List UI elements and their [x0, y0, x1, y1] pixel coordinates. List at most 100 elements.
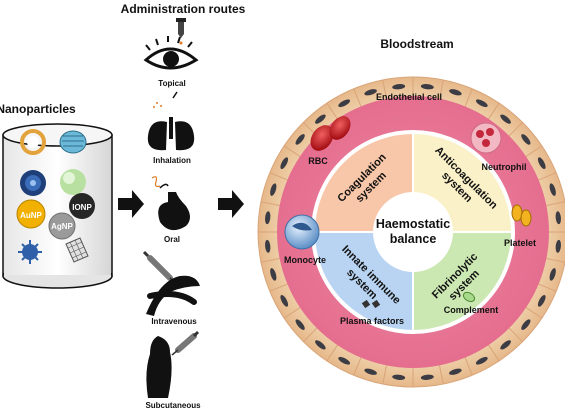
endothelial-cell-border — [488, 102, 500, 120]
endothelial-cell-border — [508, 327, 523, 342]
arrow-to-routes — [118, 190, 144, 218]
platelet-icon — [511, 204, 532, 227]
plasma-factors-label: Plasma factors — [340, 316, 404, 326]
endothelial-nucleus — [420, 84, 434, 90]
endothelial-cell-border — [283, 307, 301, 319]
endothelial-cell-border — [353, 357, 362, 376]
complement-label: Complement — [444, 305, 499, 315]
rbc-label: RBC — [308, 156, 328, 166]
endothelial-cell-border — [508, 122, 523, 137]
endothelial-cell-border — [538, 172, 557, 181]
arrow-to-bloodstream — [218, 190, 244, 218]
liposome-icon — [20, 129, 46, 155]
endothelial-nucleus — [295, 319, 305, 330]
endothelial-nucleus — [270, 183, 277, 196]
rbc-icon — [310, 116, 351, 151]
endothelial-nucleus — [549, 268, 556, 281]
endothelial-nucleus — [338, 99, 351, 108]
ionp-label: IONP — [72, 203, 92, 212]
endothelial-cell-border — [525, 145, 543, 157]
route-label-inhalation: Inhalation — [153, 156, 191, 165]
center-label-line2: balance — [390, 232, 437, 246]
ionp-particle: IONP — [69, 193, 95, 219]
agnp-label: AgNP — [51, 222, 73, 231]
endothelial-cell-border — [538, 283, 557, 292]
endothelial-nucleus — [537, 157, 546, 170]
endothelial-cell-border — [326, 102, 338, 120]
endothelial-nucleus — [315, 340, 326, 350]
endothelial-nucleus — [265, 239, 271, 253]
center-circle — [373, 192, 453, 272]
endothelial-cell-border — [283, 145, 301, 157]
endothelial-cell-border — [260, 258, 280, 263]
endothelial-cell-borders — [258, 77, 565, 387]
dendrimer-icon — [20, 170, 46, 196]
endothelial-nucleus — [280, 157, 289, 170]
endothelial-cell-label: Endothelial cell — [376, 92, 442, 102]
spiky-nanoparticle-icon — [18, 240, 42, 264]
agnp-particle: AgNP — [48, 212, 76, 240]
endothelial-nucleus — [392, 374, 406, 380]
nanotube-icon — [65, 237, 89, 263]
endothelial-cell-border — [439, 365, 444, 385]
endothelial-nucleus — [449, 89, 462, 96]
route-label-topical: Topical — [158, 79, 185, 88]
complement-icon — [462, 291, 476, 303]
endothelial-cell-border — [488, 344, 500, 362]
haemostasis-wheel: Haemostatic balance Coagulation system A… — [311, 130, 515, 334]
torso-syringe-icon — [146, 330, 200, 398]
eye-dropper-icon — [143, 18, 199, 70]
endothelial-cell-border — [260, 201, 280, 206]
endothelial-nucleus — [537, 294, 546, 307]
nanoparticle-container: AuNP IONP AgNP — [2, 123, 113, 289]
endothelial-cell-border — [525, 307, 543, 319]
endothelial-nucleus — [500, 340, 511, 350]
aunp-label: AuNP — [20, 211, 42, 220]
endothelial-nucleus — [500, 114, 511, 124]
route-label-subcutaneous: Subcutaneous — [145, 401, 201, 410]
endothelial-cell-border — [269, 283, 288, 292]
monocyte-label: Monocyte — [284, 255, 326, 265]
endothelial-cell-border — [439, 79, 444, 99]
endothelial-cell-border — [382, 365, 387, 385]
endothelial-nucleus — [475, 356, 488, 365]
endothelial-cell-border — [546, 258, 565, 263]
stomach-icon — [151, 176, 190, 231]
bloodstream-heading: Bloodstream — [380, 37, 453, 51]
monocyte-icon — [284, 214, 320, 250]
endothelial-nucleus — [449, 368, 462, 375]
administration-routes-heading: Administration routes — [121, 2, 246, 16]
center-label-line1: Haemostatic — [376, 217, 450, 231]
platelet-label: Platelet — [504, 238, 536, 248]
endothelial-nuclei — [265, 84, 561, 380]
endothelial-cell-border — [382, 79, 387, 99]
nanoparticles-heading: Nanoparticles — [0, 102, 76, 116]
route-label-intravenous: Intravenous — [151, 317, 197, 326]
plasma-factors-icon — [361, 299, 381, 309]
endothelial-cell-border — [464, 357, 473, 376]
endothelial-cell-border — [269, 172, 288, 181]
aunp-particle: AuNP — [16, 199, 46, 229]
endothelial-cell-border — [353, 88, 362, 107]
arm-syringe-icon — [142, 250, 200, 316]
endothelial-nucleus — [270, 268, 277, 281]
endothelial-nucleus — [295, 134, 305, 145]
endothelial-cell-border — [546, 201, 565, 206]
endothelial-nucleus — [392, 84, 406, 90]
endothelial-cell-border — [303, 327, 318, 342]
mesoporous-nanoparticle-icon — [59, 130, 87, 154]
endothelial-nucleus — [475, 99, 488, 108]
lungs-icon — [147, 91, 195, 151]
neutrophil-icon — [470, 122, 502, 154]
endothelial-cell-border — [464, 88, 473, 107]
endothelial-nucleus — [521, 319, 531, 330]
endothelial-cell-border — [326, 344, 338, 362]
polymer-nanoparticle-icon — [60, 169, 86, 195]
route-label-oral: Oral — [164, 235, 180, 244]
endothelial-nucleus — [265, 211, 271, 225]
neutrophil-label: Neutrophil — [482, 162, 527, 172]
endothelial-nucleus — [549, 183, 556, 196]
endothelial-nucleus — [521, 134, 531, 145]
endothelial-nucleus — [364, 89, 377, 96]
endothelial-nucleus — [420, 374, 434, 380]
